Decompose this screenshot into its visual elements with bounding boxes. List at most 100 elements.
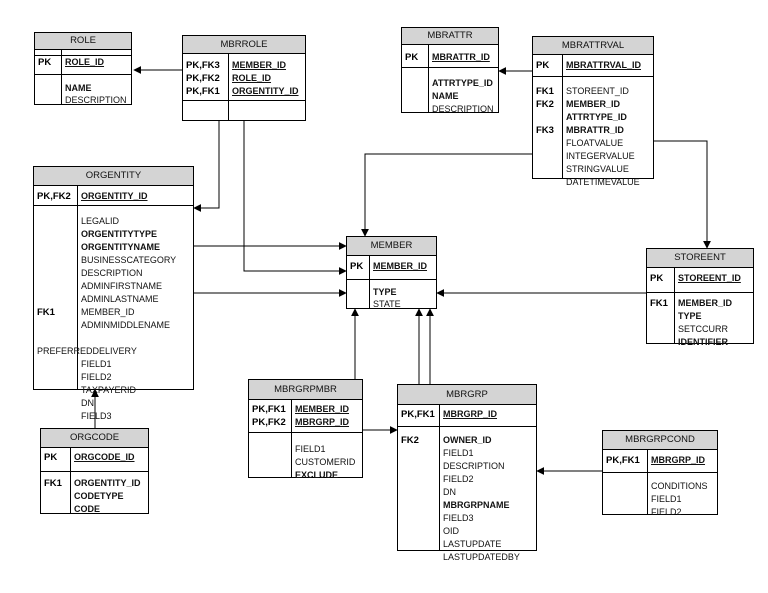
entity-title: MBRROLE: [183, 36, 305, 54]
attribute: FLOATVALUE: [566, 138, 624, 148]
key-column-divider: [428, 45, 429, 112]
entity-title: ORGENTITY: [34, 167, 193, 186]
attribute: ATTRTYPE_ID: [566, 112, 627, 122]
key-column-divider: [70, 448, 71, 513]
key-column-divider: [674, 268, 675, 343]
entity-title: ORGCODE: [41, 429, 148, 448]
entity-mbrgrpcond: MBRGRPCOND PK,FK1 MBRGRP_ID CONDITIONS FIELD…: [602, 430, 718, 517]
attribute: CODETYPE: [74, 491, 124, 501]
attribute: DESCRIPTION: [81, 268, 143, 278]
attribute: FIELD2: [651, 507, 682, 517]
attribute: DN: [81, 398, 94, 408]
attribute: DESCRIPTION: [65, 95, 127, 105]
key-column-divider: [228, 54, 229, 120]
entity-divider: [398, 426, 536, 427]
key-label: PK,FK1: [401, 409, 435, 420]
entity-divider: [41, 471, 148, 472]
key-column-divider: [369, 256, 370, 308]
attribute: TYPE: [373, 287, 397, 297]
key-label: PK: [405, 52, 419, 63]
attribute: LEGALID: [81, 216, 120, 226]
key-label: PK: [536, 60, 550, 71]
attribute: CODE: [74, 504, 101, 514]
entity-mbrattr: MBRATTR PK MBRATTR_ID ATTRTYPE_ID NAME DESCRI…: [401, 27, 499, 114]
attribute: MBRGRPNAME: [443, 500, 510, 510]
attribute: TAXPAYERID: [81, 385, 137, 395]
entity-divider: [249, 432, 362, 433]
key-label: PK: [350, 261, 364, 272]
attribute: ADMINFIRSTNAME: [81, 281, 162, 291]
key-label: PK: [44, 452, 58, 463]
attribute: ADMINMIDDLENAME: [81, 320, 171, 330]
attribute: CONDITIONS: [651, 481, 708, 491]
attribute: OID: [443, 526, 460, 536]
key-label: PK,FK2: [37, 191, 71, 202]
entity-title: ROLE: [35, 33, 131, 50]
attribute: ORGENTITY_ID: [232, 86, 299, 96]
entity-title: MBRGRPMBR: [249, 380, 362, 400]
attribute: MBRGRP_ID: [295, 417, 350, 427]
attribute: MEMBER_ID: [678, 298, 733, 308]
attribute: MEMBER_ID: [295, 404, 350, 414]
attribute: FIELD1: [443, 448, 474, 458]
attribute: LASTUPDATE: [443, 539, 502, 549]
attribute: ATTRTYPE_ID: [432, 78, 493, 88]
attribute: FIELD3: [81, 411, 112, 421]
key-label: PK: [650, 273, 664, 284]
attribute: FIELD3: [443, 513, 474, 523]
key-column-divider: [647, 450, 648, 514]
attribute: IDENTIFIER: [678, 337, 729, 347]
attribute: MBRGRP_ID: [443, 409, 498, 419]
attribute: NAME: [65, 83, 92, 93]
attribute: CUSTOMERID: [295, 457, 356, 467]
entity-title: MEMBER: [347, 237, 436, 256]
entity-title: MBRGRP: [398, 385, 536, 405]
attribute: INTEGERVALUE: [566, 151, 635, 161]
key-label: FK1: [536, 86, 554, 97]
key-label: FK1: [650, 298, 668, 309]
attribute: NAME: [432, 91, 459, 101]
attribute: MBRATTR_ID: [432, 52, 490, 62]
entity-title: MBRATTR: [402, 28, 498, 45]
attribute: DATETIMEVALUE: [566, 177, 640, 187]
attribute: MBRGRP_ID: [651, 455, 706, 465]
attribute: PREFERREDDELIVERY: [37, 346, 137, 356]
key-label: PK,FK1: [186, 86, 220, 97]
attribute: MEMBER_ID: [232, 60, 287, 70]
entity-title: MBRGRPCOND: [603, 431, 717, 450]
entity-divider: [35, 74, 131, 75]
key-label: FK3: [536, 125, 554, 136]
attribute: LASTUPDATEDBY: [443, 552, 520, 562]
key-label: PK,FK3: [186, 60, 220, 71]
attribute: ORGENTITYNAME: [81, 242, 161, 252]
attribute: DESCRIPTION: [432, 104, 494, 114]
attribute: EXCLUDE: [295, 470, 339, 480]
attribute: ORGENTITYTYPE: [81, 229, 158, 239]
attribute: MBRATTRVAL_ID: [566, 60, 641, 70]
key-label: PK,FK1: [606, 455, 640, 466]
attribute: MBRATTR_ID: [566, 125, 624, 135]
attribute: STATE: [373, 299, 401, 309]
attribute: DESCRIPTION: [443, 461, 505, 471]
entity-divider: [34, 205, 193, 206]
attribute: DN: [443, 487, 456, 497]
attribute: ORGENTITY_ID: [74, 478, 141, 488]
key-column-divider: [439, 405, 440, 550]
entity-divider: [35, 55, 131, 56]
entity-title: MBRATTRVAL: [533, 37, 653, 55]
entity-divider: [402, 67, 498, 68]
attribute: ROLE_ID: [65, 57, 105, 67]
attribute: STRINGVALUE: [566, 164, 629, 174]
key-column-divider: [77, 186, 78, 389]
entity-divider: [603, 472, 717, 473]
attribute: BUSINESSCATEGORY: [81, 255, 177, 265]
